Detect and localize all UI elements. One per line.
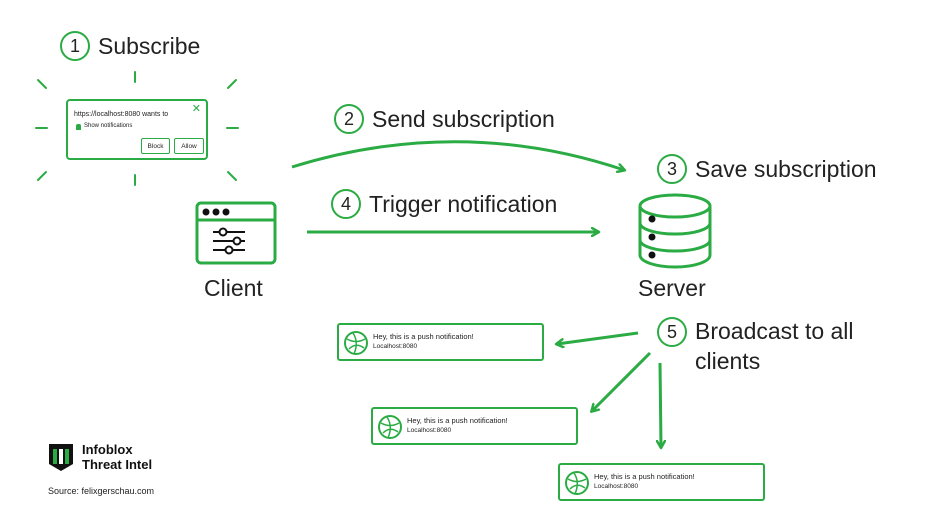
step-label: Send subscription — [372, 105, 555, 132]
allow-button[interactable]: Allow — [174, 138, 204, 154]
block-button[interactable]: Block — [141, 138, 170, 154]
brand-name: Infoblox Threat Intel — [82, 442, 152, 472]
globe-icon — [344, 331, 368, 355]
step-3: 3 Save subscription — [657, 154, 877, 184]
step-5: 5 Broadcast to all clients — [657, 317, 895, 376]
globe-icon — [378, 415, 402, 439]
notification-host: Localhost:8080 — [373, 343, 418, 350]
notification-host: Localhost:8080 — [594, 483, 639, 490]
attention-rays — [35, 71, 239, 186]
notification-message: Hey, this is a push notification! — [594, 472, 695, 481]
notification-message: Hey, this is a push notification! — [373, 332, 474, 341]
bell-icon — [76, 124, 81, 130]
push-notification[interactable]: Hey, this is a push notification! Localh… — [371, 407, 578, 445]
notification-message: Hey, this is a push notification! — [407, 416, 508, 425]
broadcast-arrow-1 — [557, 331, 639, 344]
step-number: 1 — [60, 31, 90, 61]
dialog-url-text: https://localhost:8080 wants to — [74, 111, 169, 118]
server-label: Server — [638, 275, 706, 301]
push-notification[interactable]: Hey, this is a push notification! Localh… — [337, 323, 544, 361]
permission-dialog: https://localhost:8080 wants to ✕ Show n… — [66, 99, 208, 160]
close-icon[interactable]: ✕ — [191, 103, 201, 115]
notification-host: Localhost:8080 — [407, 427, 452, 434]
step-4: 4 Trigger notification — [331, 189, 557, 219]
step-label: Subscribe — [98, 32, 201, 59]
database-icon — [638, 193, 712, 269]
globe-icon — [565, 471, 589, 495]
broadcast-arrow-3 — [660, 362, 661, 447]
brand-line-2: Threat Intel — [82, 457, 153, 472]
broadcast-arrow-2 — [592, 351, 652, 411]
dialog-permission-text: Show notifications — [84, 123, 133, 129]
step-label: Save subscription — [695, 155, 877, 182]
step-2: 2 Send subscription — [334, 104, 555, 134]
step-number: 2 — [334, 104, 364, 134]
client-label: Client — [204, 275, 263, 301]
browser-window-icon — [195, 201, 277, 265]
step-1: 1 Subscribe — [60, 31, 200, 61]
push-notification[interactable]: Hey, this is a push notification! Localh… — [558, 463, 765, 501]
brand-line-1: Infoblox — [82, 442, 133, 457]
step-label: Broadcast to all clients — [695, 318, 854, 374]
infoblox-logo-icon — [49, 444, 73, 471]
step-number: 5 — [657, 317, 687, 347]
source-credit: Source: felixgerschau.com — [48, 486, 155, 496]
send-subscription-arrow — [291, 140, 624, 170]
step-label: Trigger notification — [369, 190, 558, 217]
step-number: 4 — [331, 189, 361, 219]
step-number: 3 — [657, 154, 687, 184]
